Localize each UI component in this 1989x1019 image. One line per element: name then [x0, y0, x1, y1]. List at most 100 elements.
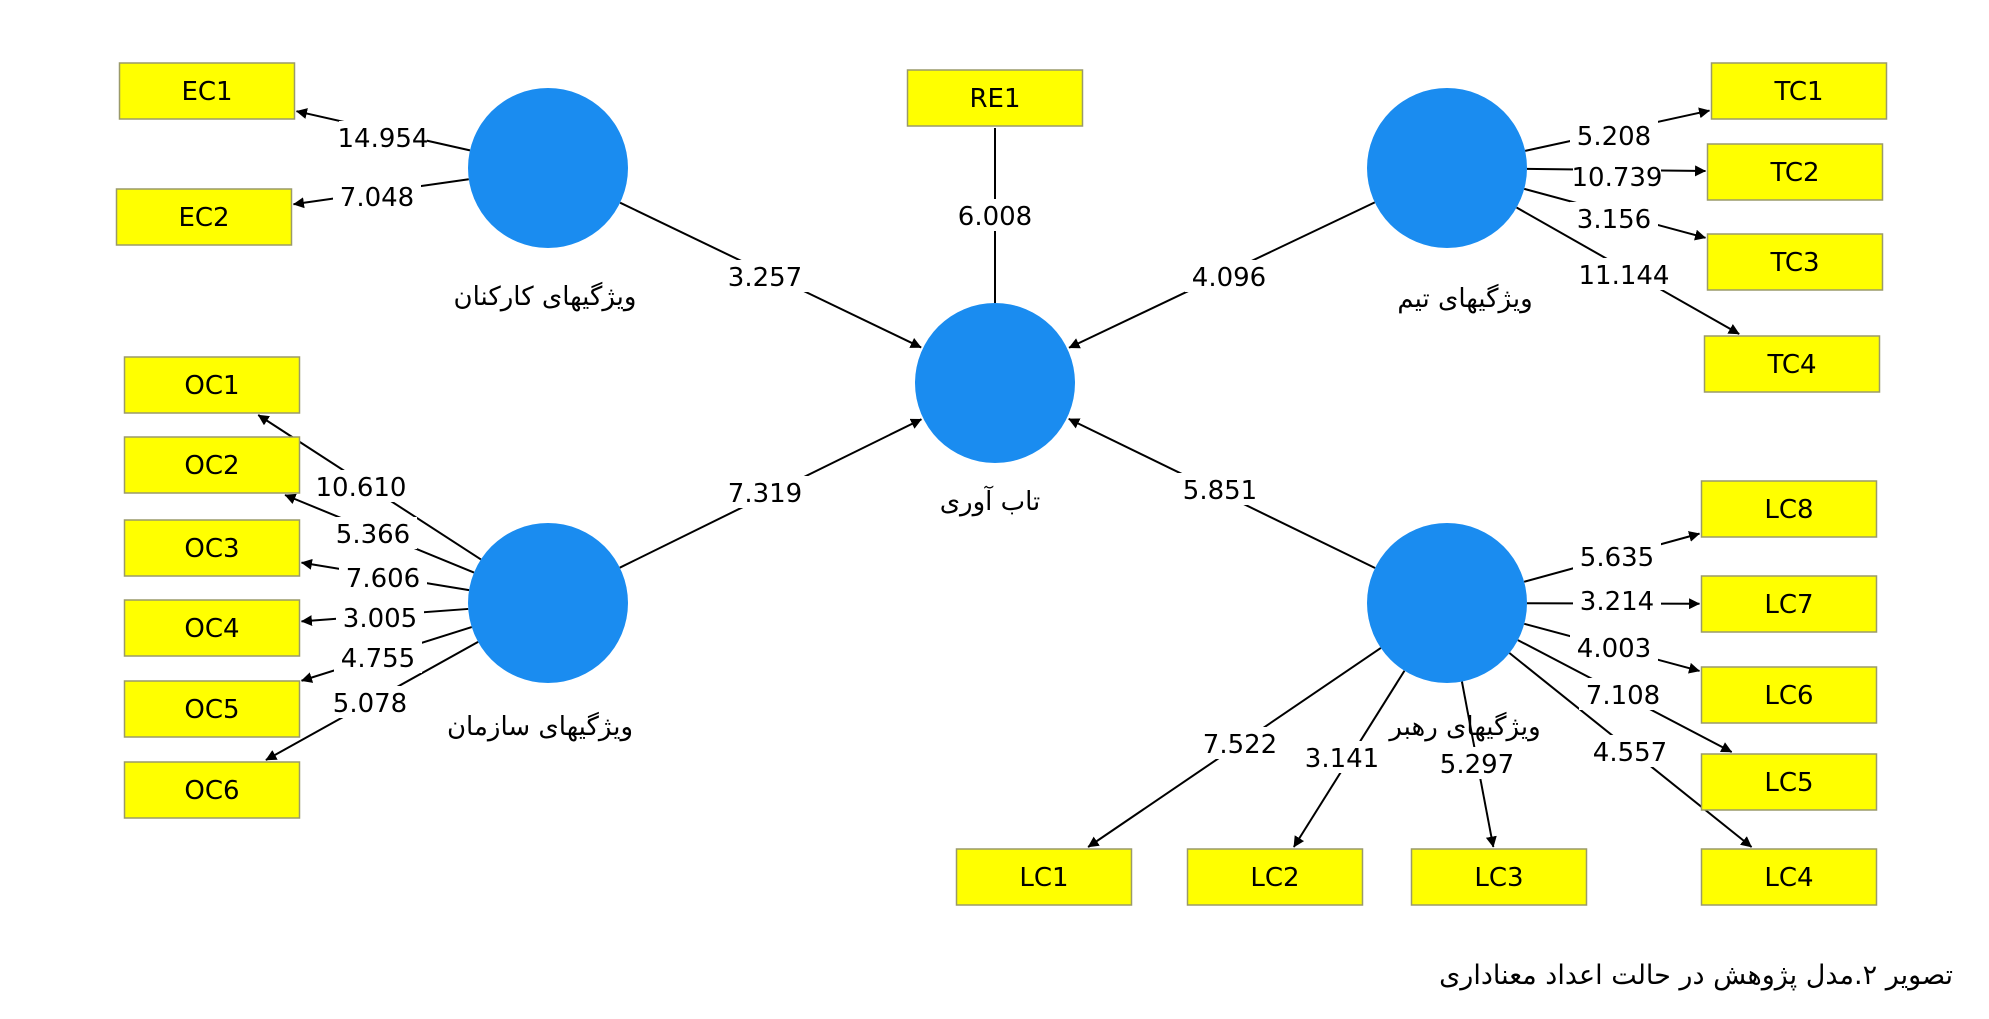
indicator-box: [123, 519, 301, 577]
coefficient-label-lead-lc4: 4.557: [1593, 738, 1667, 768]
coefficient-bg: [1570, 119, 1658, 151]
indicator-label: LC4: [1764, 863, 1813, 893]
coefficient-label-team-res: 4.096: [1192, 263, 1266, 293]
coefficient-bg: [721, 476, 809, 508]
indicator-box: [1706, 143, 1884, 201]
indicator-box: [123, 436, 301, 494]
coefficient-label-emp-ec1: 14.954: [338, 124, 429, 154]
coefficient-bg: [1176, 473, 1264, 505]
indicator-label: OC5: [184, 695, 239, 725]
coefficient-bg: [339, 561, 427, 593]
indicator-label: LC7: [1764, 590, 1813, 620]
indicator-box: [1703, 335, 1881, 393]
indicator-label: LC1: [1019, 863, 1068, 893]
coefficient-bg: [1298, 741, 1386, 773]
construct-node-team[interactable]: [1367, 88, 1527, 248]
construct-label-lead: ویژگیهای رهبر: [1387, 711, 1540, 742]
coefficient-label-org-oc1: 10.610: [316, 473, 407, 503]
indicator-label: OC1: [184, 371, 239, 401]
indicator-label: TC2: [1769, 158, 1819, 188]
coefficient-label-emp-res: 3.257: [728, 263, 802, 293]
indicator-box: [1410, 848, 1588, 906]
coefficient-bg: [1586, 735, 1674, 767]
coefficient-bg: [317, 470, 405, 502]
indicator-lc3[interactable]: LC3: [1410, 848, 1588, 906]
coefficient-bg: [333, 180, 421, 212]
indicator-re1[interactable]: RE1: [906, 69, 1084, 127]
construct-label-org: ویژگیهای سازمان: [447, 711, 633, 742]
indicator-tc3[interactable]: TC3: [1706, 233, 1884, 291]
indicator-oc3[interactable]: OC3: [123, 519, 301, 577]
indicator-oc6[interactable]: OC6: [123, 761, 301, 819]
indicator-label: OC4: [184, 614, 239, 644]
construct-node-org[interactable]: [468, 523, 628, 683]
indicator-box: [1700, 575, 1878, 633]
indicator-box: [123, 761, 301, 819]
coefficient-bg: [1196, 727, 1284, 759]
coefficient-label-org-oc5: 4.755: [341, 644, 415, 674]
indicator-oc4[interactable]: OC4: [123, 599, 301, 657]
indicator-lc1[interactable]: LC1: [955, 848, 1133, 906]
indicator-lc8[interactable]: LC8: [1700, 480, 1878, 538]
coefficient-label-org-oc3: 7.606: [346, 564, 420, 594]
indicator-ec1[interactable]: EC1: [118, 62, 296, 120]
coefficient-label-lead-lc5: 7.108: [1586, 681, 1660, 711]
indicator-label: TC4: [1766, 350, 1816, 380]
indicator-box: [1706, 233, 1884, 291]
coefficient-label-org-res: 7.319: [728, 479, 802, 509]
coefficient-label-res-re1: 6.008: [958, 202, 1032, 232]
indicator-tc1[interactable]: TC1: [1710, 62, 1888, 120]
coefficient-label-lead-res: 5.851: [1183, 476, 1257, 506]
indicator-lc2[interactable]: LC2: [1186, 848, 1364, 906]
coefficient-label-lead-lc7: 3.214: [1580, 587, 1654, 617]
indicator-lc4[interactable]: LC4: [1700, 848, 1878, 906]
coefficient-label-lead-lc6: 4.003: [1577, 634, 1651, 664]
indicator-box: [1186, 848, 1364, 906]
indicator-tc2[interactable]: TC2: [1706, 143, 1884, 201]
indicator-label: TC3: [1769, 248, 1819, 278]
construct-node-res[interactable]: [915, 303, 1075, 463]
indicator-oc2[interactable]: OC2: [123, 436, 301, 494]
coefficient-label-lead-lc3: 5.297: [1440, 750, 1514, 780]
coefficient-bg: [339, 121, 427, 153]
indicator-box: [123, 356, 301, 414]
indicator-box: [1700, 666, 1878, 724]
coefficient-label-team-tc1: 5.208: [1577, 122, 1651, 152]
coefficient-bg: [329, 517, 417, 549]
coefficient-bg: [1573, 584, 1661, 616]
indicator-oc5[interactable]: OC5: [123, 680, 301, 738]
indicator-lc7[interactable]: LC7: [1700, 575, 1878, 633]
indicator-oc1[interactable]: OC1: [123, 356, 301, 414]
indicator-box: [1700, 753, 1878, 811]
coefficient-bg: [1570, 202, 1658, 234]
indicator-label: LC3: [1474, 863, 1523, 893]
indicator-box: [1700, 848, 1878, 906]
indicator-ec2[interactable]: EC2: [115, 188, 293, 246]
coefficient-label-team-tc4: 11.144: [1579, 261, 1670, 291]
indicator-tc4[interactable]: TC4: [1703, 335, 1881, 393]
construct-node-lead[interactable]: [1367, 523, 1527, 683]
construct-node-emp[interactable]: [468, 88, 628, 248]
coefficient-label-team-tc2: 10.739: [1572, 163, 1663, 193]
indicator-label: OC3: [184, 534, 239, 564]
coefficient-label-lead-lc2: 3.141: [1305, 744, 1379, 774]
coefficient-bg: [951, 199, 1039, 231]
coefficient-label-team-tc3: 3.156: [1577, 205, 1651, 235]
indicator-lc5[interactable]: LC5: [1700, 753, 1878, 811]
coefficient-bg: [334, 641, 422, 673]
construct-label-team: ویژگیهای تیم: [1397, 283, 1532, 314]
indicator-label: LC2: [1250, 863, 1299, 893]
coefficient-bg: [1433, 747, 1521, 779]
indicator-label: TC1: [1773, 77, 1823, 107]
coefficient-label-emp-ec2: 7.048: [340, 183, 414, 213]
coefficient-bg: [1579, 678, 1667, 710]
indicator-lc6[interactable]: LC6: [1700, 666, 1878, 724]
indicator-box: [115, 188, 293, 246]
indicator-box: [1710, 62, 1888, 120]
coefficient-bg: [326, 686, 414, 718]
indicator-label: EC2: [178, 203, 229, 233]
indicator-box: [123, 680, 301, 738]
construct-label-res: تاب آوری: [940, 485, 1041, 517]
coefficient-bg: [721, 260, 809, 292]
